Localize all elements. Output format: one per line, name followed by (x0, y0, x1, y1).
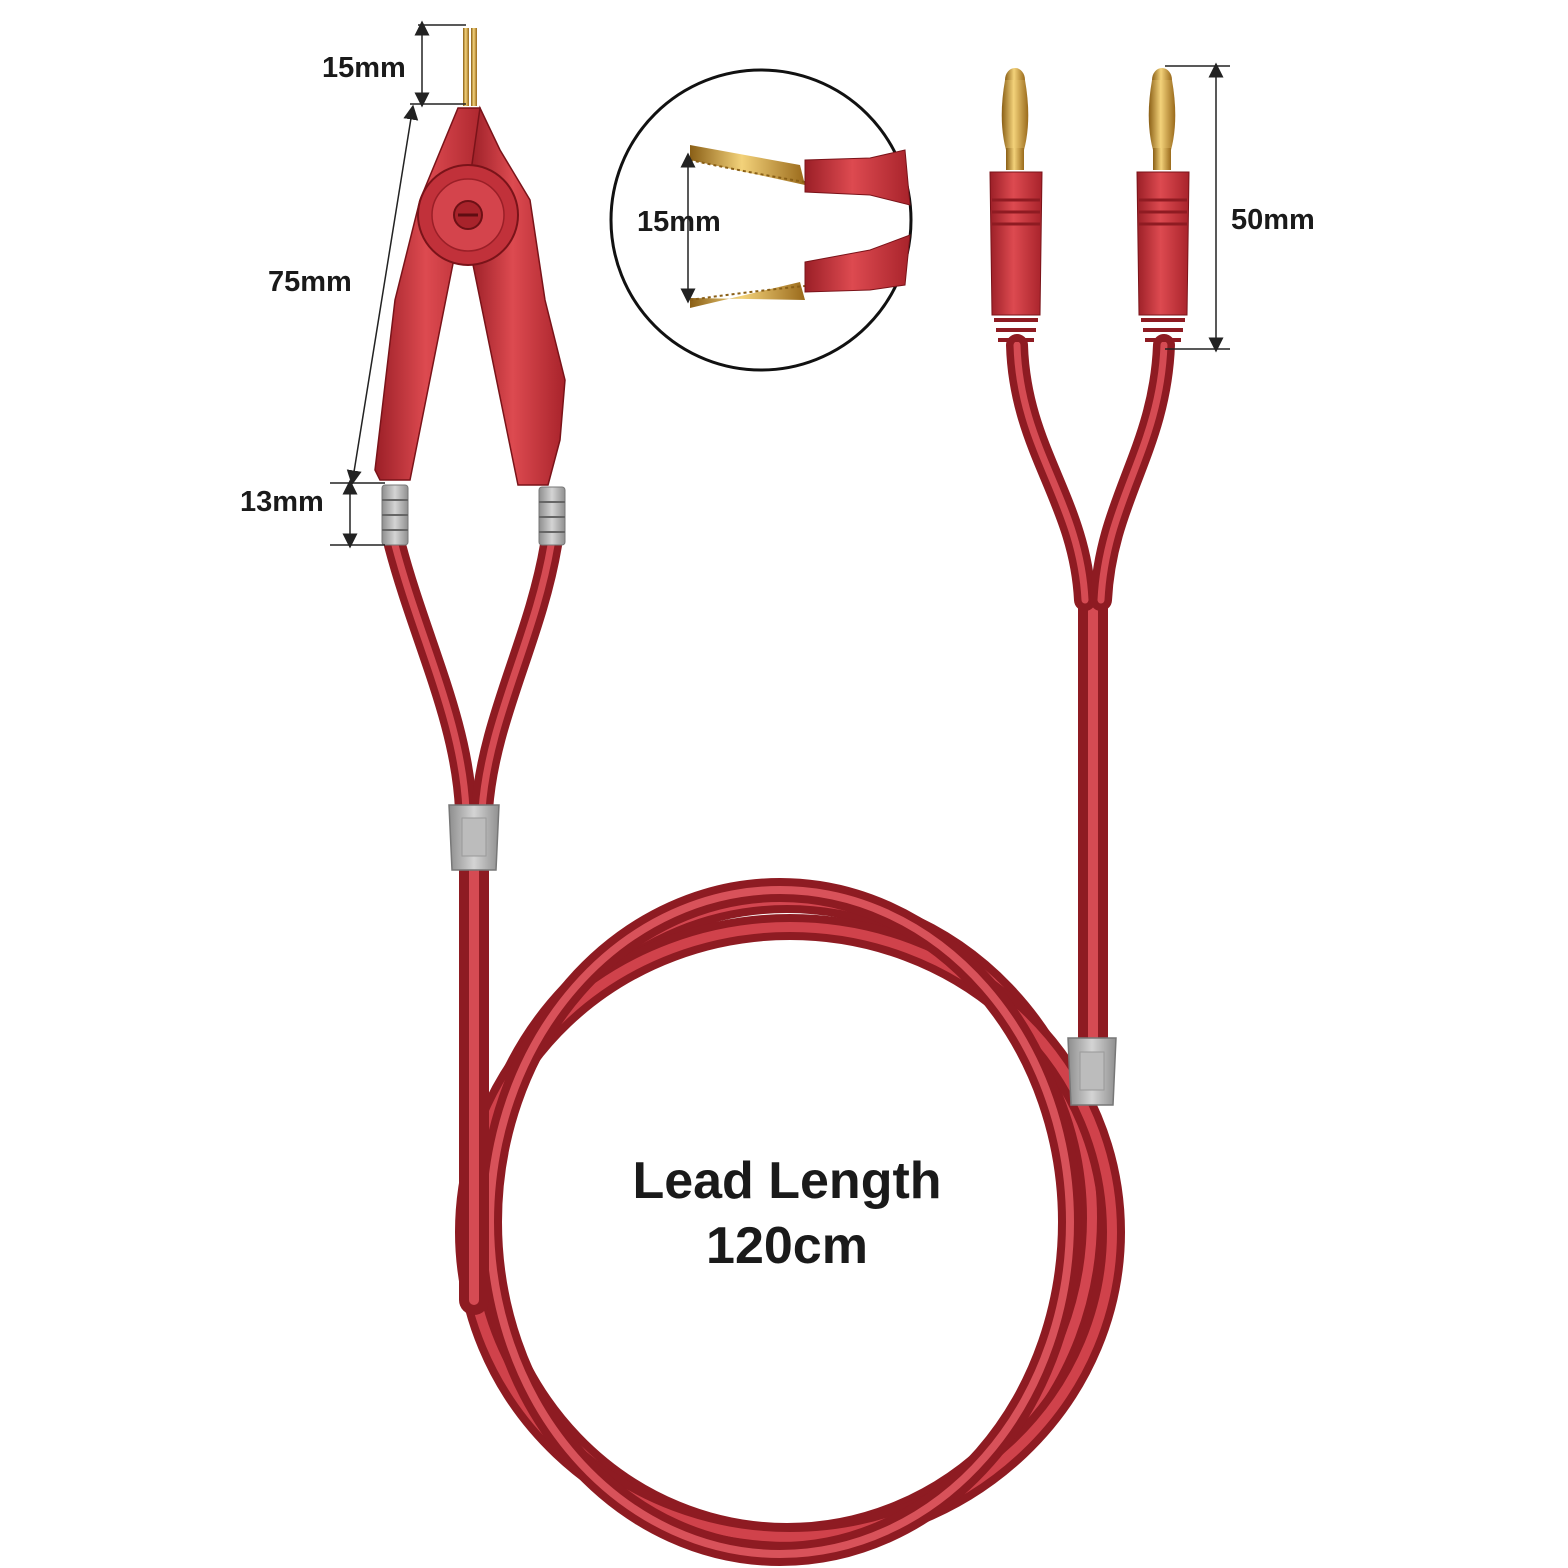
jaw-inset (609, 68, 913, 372)
right-splitter-sleeve (1067, 1037, 1117, 1106)
clip-body-length-label: 75mm (268, 266, 352, 298)
cable-coil (455, 878, 1125, 1566)
plug-length-label: 50mm (1231, 204, 1315, 236)
kelvin-clip (374, 28, 566, 546)
tip-length-label: 15mm (322, 52, 406, 84)
left-cable (384, 534, 562, 1315)
banana-plug-left (989, 68, 1043, 342)
body-dimension-marker (346, 104, 419, 486)
right-cable (1006, 334, 1175, 1055)
clip-boot-left (381, 484, 409, 546)
tip-dimension-marker (410, 20, 466, 108)
lead-length-title: Lead Length (632, 1152, 942, 1210)
plug-dimension-marker (1165, 62, 1230, 353)
banana-plug-right (1136, 68, 1190, 342)
clip-boot-right (538, 486, 566, 546)
left-splitter-sleeve (448, 804, 500, 871)
lead-length-value: 120cm (706, 1217, 868, 1275)
boot-length-label: 13mm (240, 486, 324, 518)
jaw-opening-label: 15mm (637, 206, 721, 238)
boot-dimension-marker (330, 479, 385, 549)
